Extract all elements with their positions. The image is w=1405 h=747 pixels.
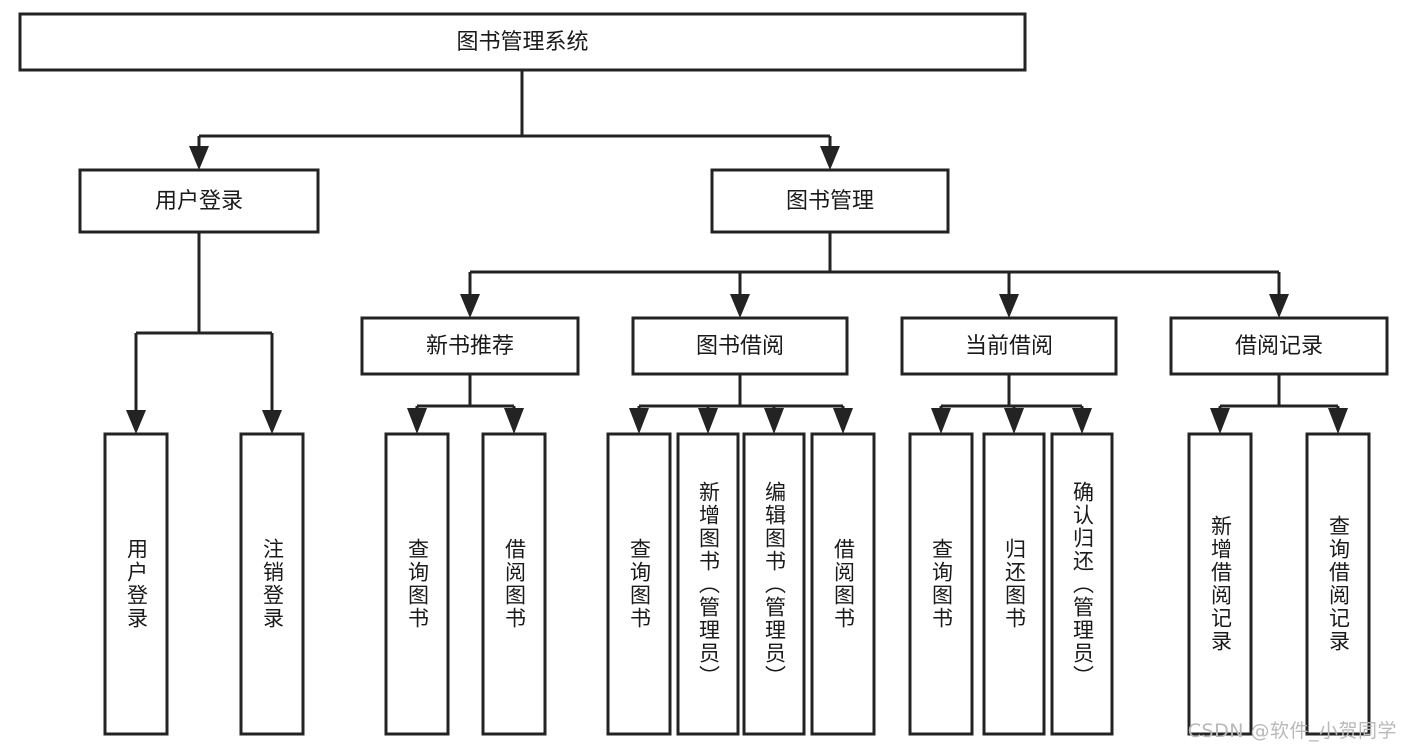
arrowhead-book-borrow [730,294,750,318]
arrowhead-leaf-logout [262,410,282,434]
level2-node-label-0: 用户登录 [155,189,243,214]
leaf-node-box-8[interactable] [908,432,974,736]
arrowhead-bb-edit-book [764,408,784,434]
leaf-node-box-10[interactable] [1050,432,1114,736]
leaf-node-box-6[interactable] [742,432,806,736]
arrowhead-bb-borrow-book [833,408,853,434]
leaf-node-box-1[interactable] [239,432,305,736]
arrowhead-borrow-record [1269,294,1289,318]
arrowhead-nbr-query-book [407,408,427,434]
leaf-node-box-2[interactable] [384,432,450,736]
leaf-node-box-11[interactable] [1187,432,1253,736]
leaf-node-box-5[interactable] [676,432,740,736]
arrowhead-cb-query-book [931,408,951,434]
watermark-text: CSDN @软件_小贺同学 [1187,720,1397,742]
arrowhead-cb-return-book [1004,408,1024,434]
arrowhead-nbr-borrow-book [504,408,524,434]
level3-node-label-3: 借阅记录 [1235,334,1323,359]
arrowhead-new-book-rec [460,294,480,318]
connector-group-root-to-level2 [189,70,840,170]
level2-node-box-0[interactable] [78,168,320,234]
arrowhead-br-query-record [1328,408,1348,434]
root-node-box-root[interactable] [18,12,1027,72]
level3-node-label-0: 新书推荐 [426,334,514,359]
level3-node-label-2: 当前借阅 [965,334,1053,359]
leaf-node-box-3[interactable] [481,432,547,736]
level2-node-label-1: 图书管理 [786,189,874,214]
leaf-node-box-7[interactable] [810,432,876,736]
arrowhead-user-login [189,146,209,170]
level3-node-box-1[interactable] [631,316,849,376]
level3-node-box-0[interactable] [360,316,580,376]
node-boxes-layer [18,12,1389,736]
connector-group-user-login [126,232,282,434]
arrowhead-leaf-user-login [126,410,146,434]
level3-node-box-3[interactable] [1169,316,1389,376]
arrowhead-book-mgmt [820,146,840,170]
connector-group-book-borrow [629,374,853,434]
connector-group-book-mgmt [460,232,1289,318]
root-node-label-root: 图书管理系统 [456,30,588,55]
connector-group-new-book-rec [407,374,524,434]
arrowhead-current-borrow [999,294,1019,318]
level3-node-label-1: 图书借阅 [696,334,784,359]
level3-node-box-2[interactable] [900,316,1118,376]
arrowhead-cb-confirm-return [1072,408,1092,434]
arrowhead-bb-add-book [698,408,718,434]
leaf-node-box-12[interactable] [1305,432,1371,736]
connector-group-current-borrow [931,374,1092,434]
leaf-node-box-0[interactable] [103,432,169,736]
leaf-node-box-4[interactable] [606,432,672,736]
connector-group-borrow-record [1210,374,1348,434]
arrowhead-bb-query-book [629,408,649,434]
arrowhead-br-add-record [1210,408,1230,434]
leaf-node-box-9[interactable] [982,432,1046,736]
level2-node-box-1[interactable] [710,168,950,234]
